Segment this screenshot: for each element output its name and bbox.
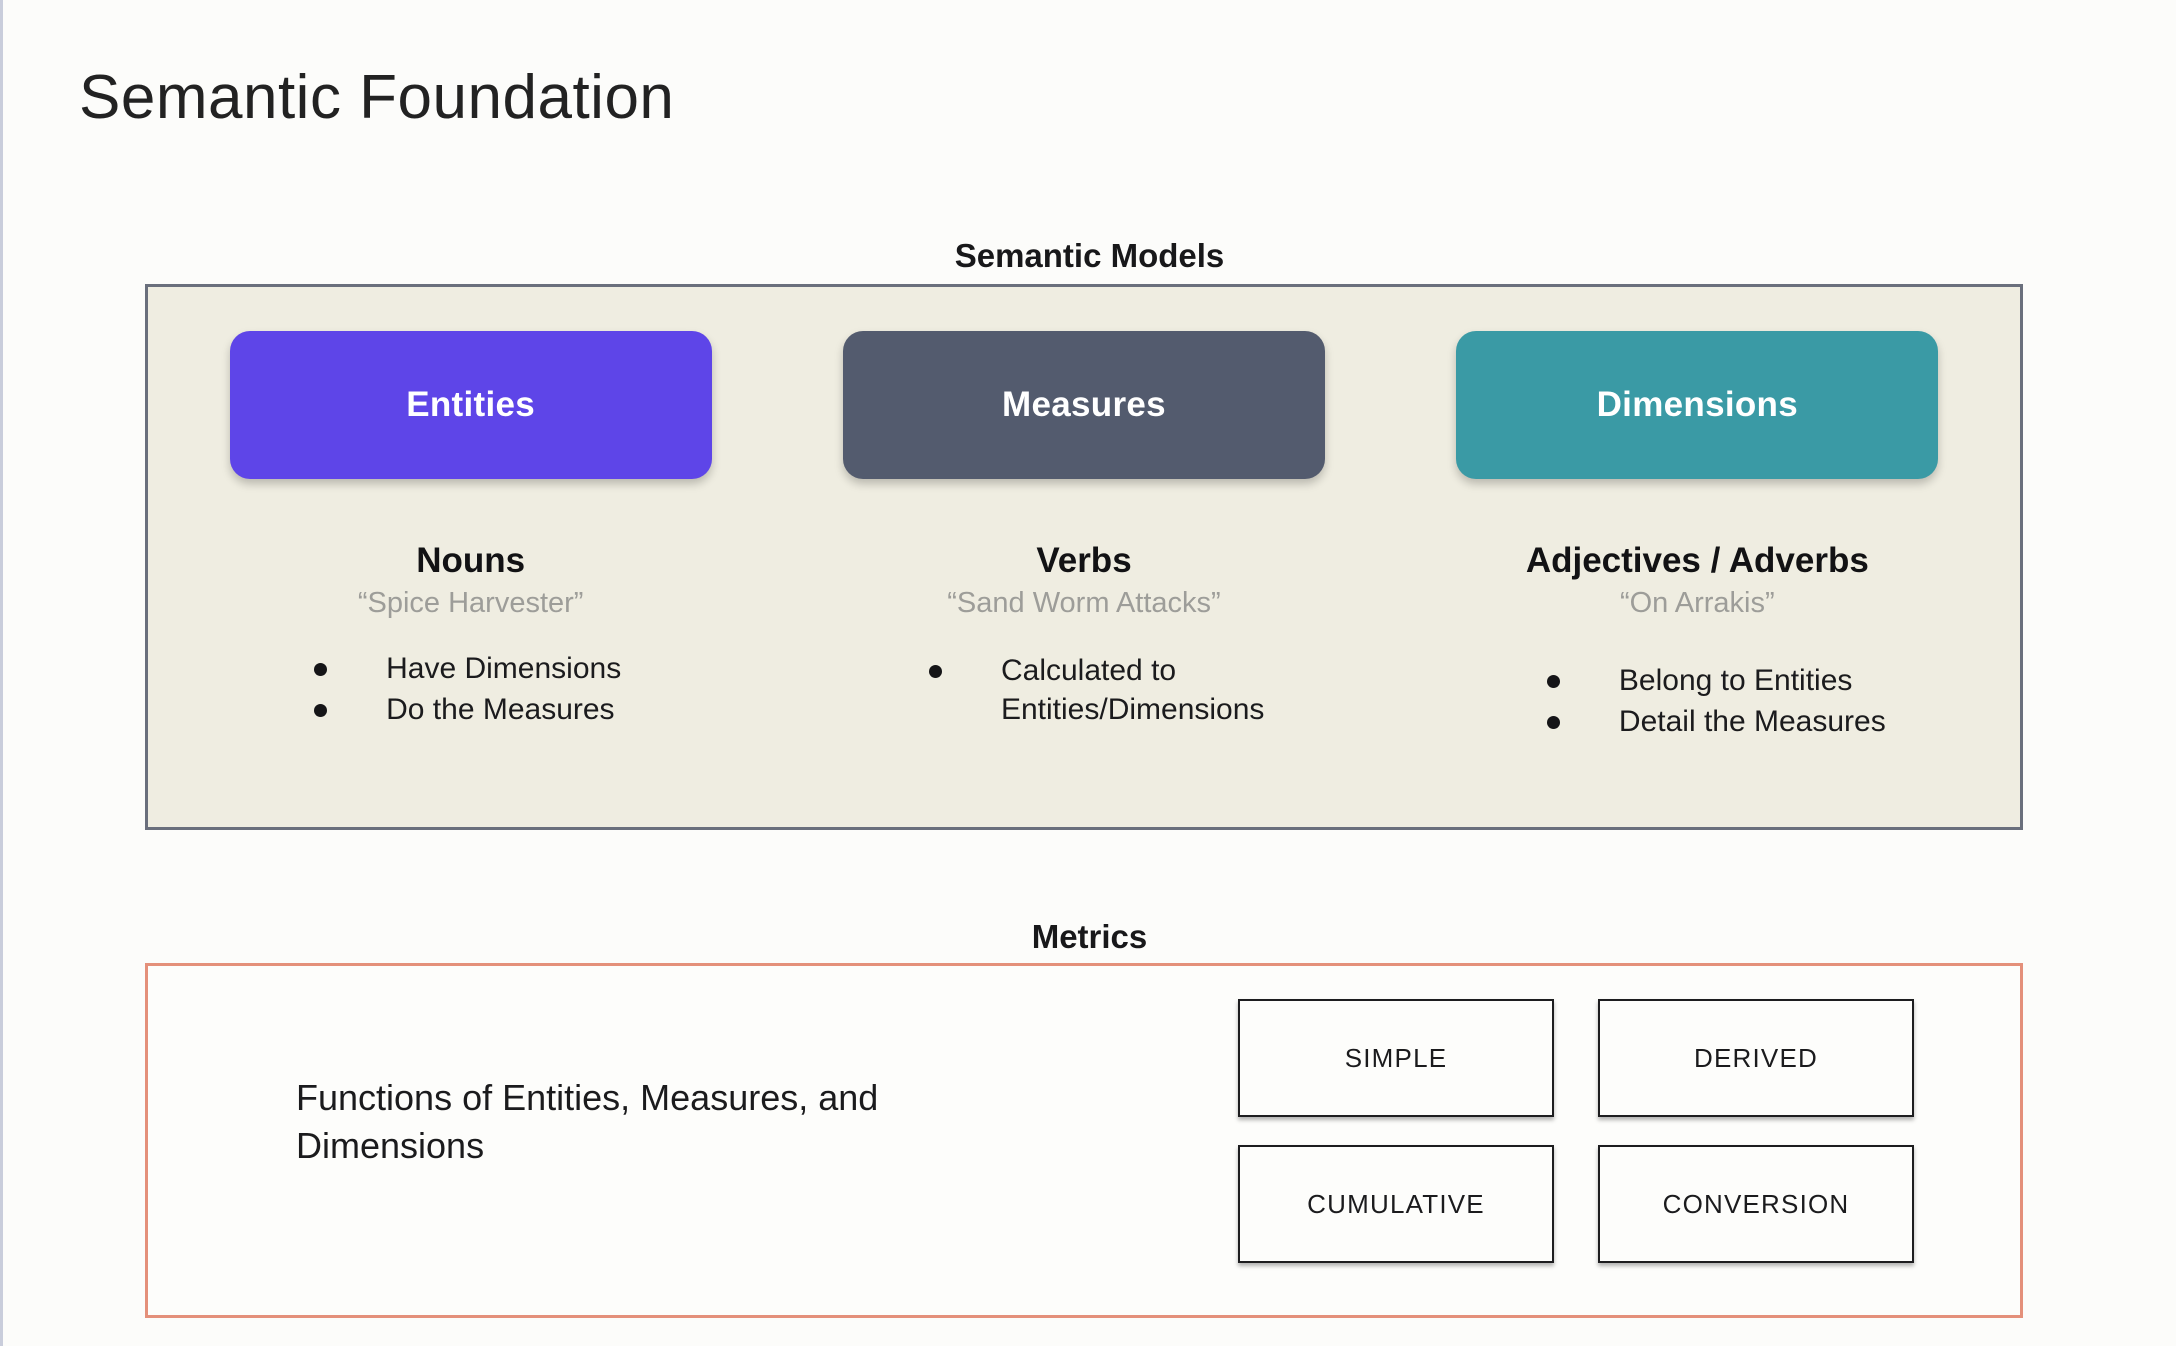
chip-entities[interactable]: Entities: [229, 331, 712, 479]
metric-type-conversion[interactable]: CONVERSION: [1598, 1145, 1914, 1263]
semantic-column-dimensions: Dimensions Adjectives / Adverbs “On Arra…: [1391, 287, 2004, 827]
list-item-label: Have Dimensions: [386, 652, 622, 685]
chip-dimensions[interactable]: Dimensions: [1456, 331, 1939, 479]
bullet-dot-icon: [314, 663, 328, 676]
part-of-speech-entities: Nouns: [416, 541, 526, 580]
metric-type-simple[interactable]: SIMPLE: [1238, 999, 1554, 1117]
list-item-label: Calculated to Entities/Dimensions: [1000, 654, 1265, 726]
list-item: Do the Measures: [314, 691, 621, 730]
part-of-speech-measures: Verbs: [1036, 541, 1132, 580]
metrics-heading: Metrics: [1031, 918, 1148, 955]
bullet-list-measures: Calculated to Entities/Dimensions: [928, 652, 1264, 731]
semantic-models-heading: Semantic Models: [954, 237, 1225, 274]
metrics-description: Functions of Entities, Measures, and Dim…: [296, 1077, 879, 1166]
semantic-column-entities: Entities Nouns “Spice Harvester” Have Di…: [164, 287, 777, 827]
semantic-models-columns: Entities Nouns “Spice Harvester” Have Di…: [148, 287, 2020, 827]
bullet-list-dimensions: Belong to Entities Detail the Measures: [1546, 662, 1886, 743]
list-item: Detail the Measures: [1546, 703, 1886, 742]
bullet-dot-icon: [314, 703, 328, 717]
semantic-models-panel: Entities Nouns “Spice Harvester” Have Di…: [145, 284, 2023, 830]
part-of-speech-dimensions: Adjectives / Adverbs: [1525, 541, 1869, 580]
metrics-panel: Functions of Entities, Measures, and Dim…: [145, 963, 2023, 1318]
list-item-label: Do the Measures: [386, 692, 615, 726]
example-measures: “Sand Worm Attacks”: [947, 587, 1221, 619]
list-item-label: Belong to Entities: [1618, 664, 1853, 697]
bullet-list-entities: Have Dimensions Do the Measures: [314, 650, 621, 731]
page-title: Semantic Foundation: [79, 63, 675, 132]
chip-measures[interactable]: Measures: [842, 331, 1325, 479]
bullet-dot-icon: [1546, 675, 1560, 688]
list-item: Belong to Entities: [1546, 662, 1886, 701]
bullet-dot-icon: [1546, 715, 1560, 729]
bullet-dot-icon: [928, 665, 942, 678]
example-dimensions: “On Arrakis”: [1619, 587, 1775, 619]
example-entities: “Spice Harvester”: [357, 587, 584, 619]
list-item-label: Detail the Measures: [1618, 704, 1886, 738]
list-item: Have Dimensions: [314, 650, 621, 689]
list-item: Calculated to Entities/Dimensions: [928, 652, 1264, 729]
semantic-column-measures: Measures Verbs “Sand Worm Attacks” Calcu…: [777, 287, 1390, 827]
metric-type-derived[interactable]: DERIVED: [1598, 999, 1914, 1117]
metric-type-grid: SIMPLE DERIVED CUMULATIVE CONVERSION: [1238, 999, 1914, 1263]
metric-type-cumulative[interactable]: CUMULATIVE: [1238, 1145, 1554, 1263]
